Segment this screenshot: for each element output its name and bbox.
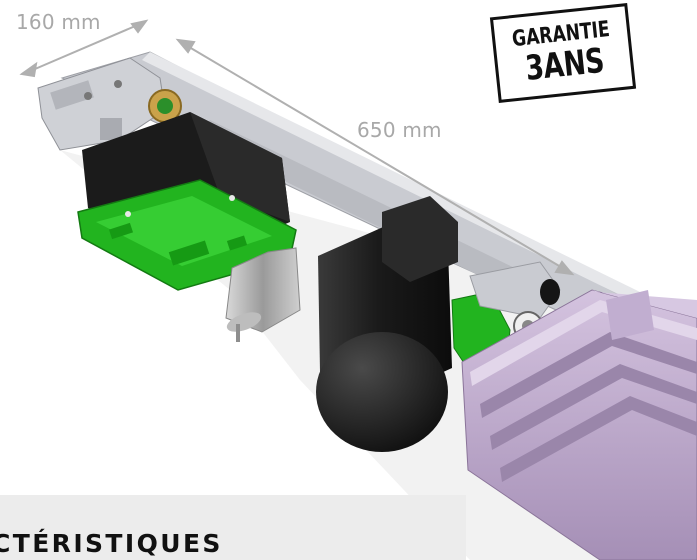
left-bracket	[37, 57, 166, 151]
characteristics-panel: CTÉRISTIQUES	[0, 495, 466, 560]
dimension-line-160	[19, 19, 149, 78]
dimension-line-650	[175, 38, 575, 276]
aux-motor	[225, 247, 301, 333]
warranty-badge: GARANTIE 3ANS	[489, 3, 637, 103]
length-dimension-label: 650 mm	[357, 118, 442, 142]
width-dimension-label: 160 mm	[16, 10, 101, 34]
roller-wheel	[540, 279, 560, 305]
characteristics-heading: CTÉRISTIQUES	[0, 529, 223, 558]
warranty-badge-line2: 3ANS	[523, 40, 606, 89]
main-motor-dome	[316, 332, 448, 452]
